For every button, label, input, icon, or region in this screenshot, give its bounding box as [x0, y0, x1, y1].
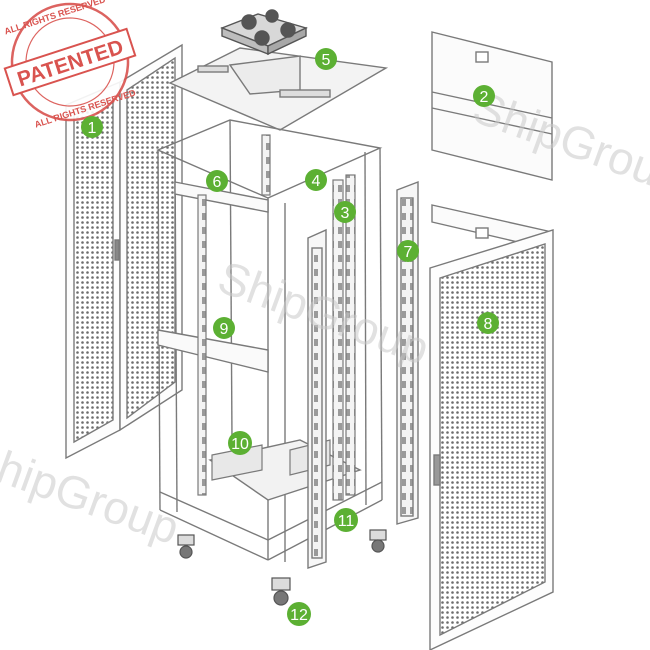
callout-4: 4	[305, 169, 327, 191]
svg-text:7: 7	[404, 244, 413, 261]
rear-mounting-rail	[396, 180, 419, 525]
fan-unit	[220, 9, 308, 56]
callout-12: 12	[287, 602, 311, 626]
callout-3: 3	[334, 201, 356, 223]
svg-text:12: 12	[290, 607, 308, 624]
front-mounting-rail	[307, 228, 327, 569]
callout-10: 10	[228, 431, 252, 455]
svg-text:3: 3	[341, 205, 350, 222]
callout-8: 8	[477, 312, 499, 334]
svg-text:2: 2	[480, 89, 489, 106]
watermark-text: hipGroup	[0, 441, 186, 555]
callout-7: 7	[397, 240, 419, 262]
svg-text:1: 1	[88, 120, 97, 137]
caster-wheels	[177, 529, 387, 606]
inner-mounting-rails	[197, 134, 356, 501]
top-cover	[168, 47, 389, 131]
side-panel	[431, 31, 553, 251]
callout-1: 1	[81, 116, 103, 138]
callout-5: 5	[315, 48, 337, 70]
rear-mesh-door	[429, 229, 554, 650]
svg-text:9: 9	[220, 321, 229, 338]
callout-9: 9	[213, 317, 235, 339]
svg-text:10: 10	[231, 436, 249, 453]
callouts: 1 2 3 4 5 6 7 8 9 10 11 12	[81, 48, 499, 626]
svg-text:5: 5	[322, 52, 331, 69]
svg-text:4: 4	[312, 173, 321, 190]
callout-2: 2	[473, 85, 495, 107]
svg-text:6: 6	[213, 174, 222, 191]
callout-6: 6	[206, 170, 228, 192]
callout-11: 11	[334, 508, 358, 532]
svg-text:8: 8	[484, 316, 493, 333]
svg-text:11: 11	[338, 513, 355, 530]
